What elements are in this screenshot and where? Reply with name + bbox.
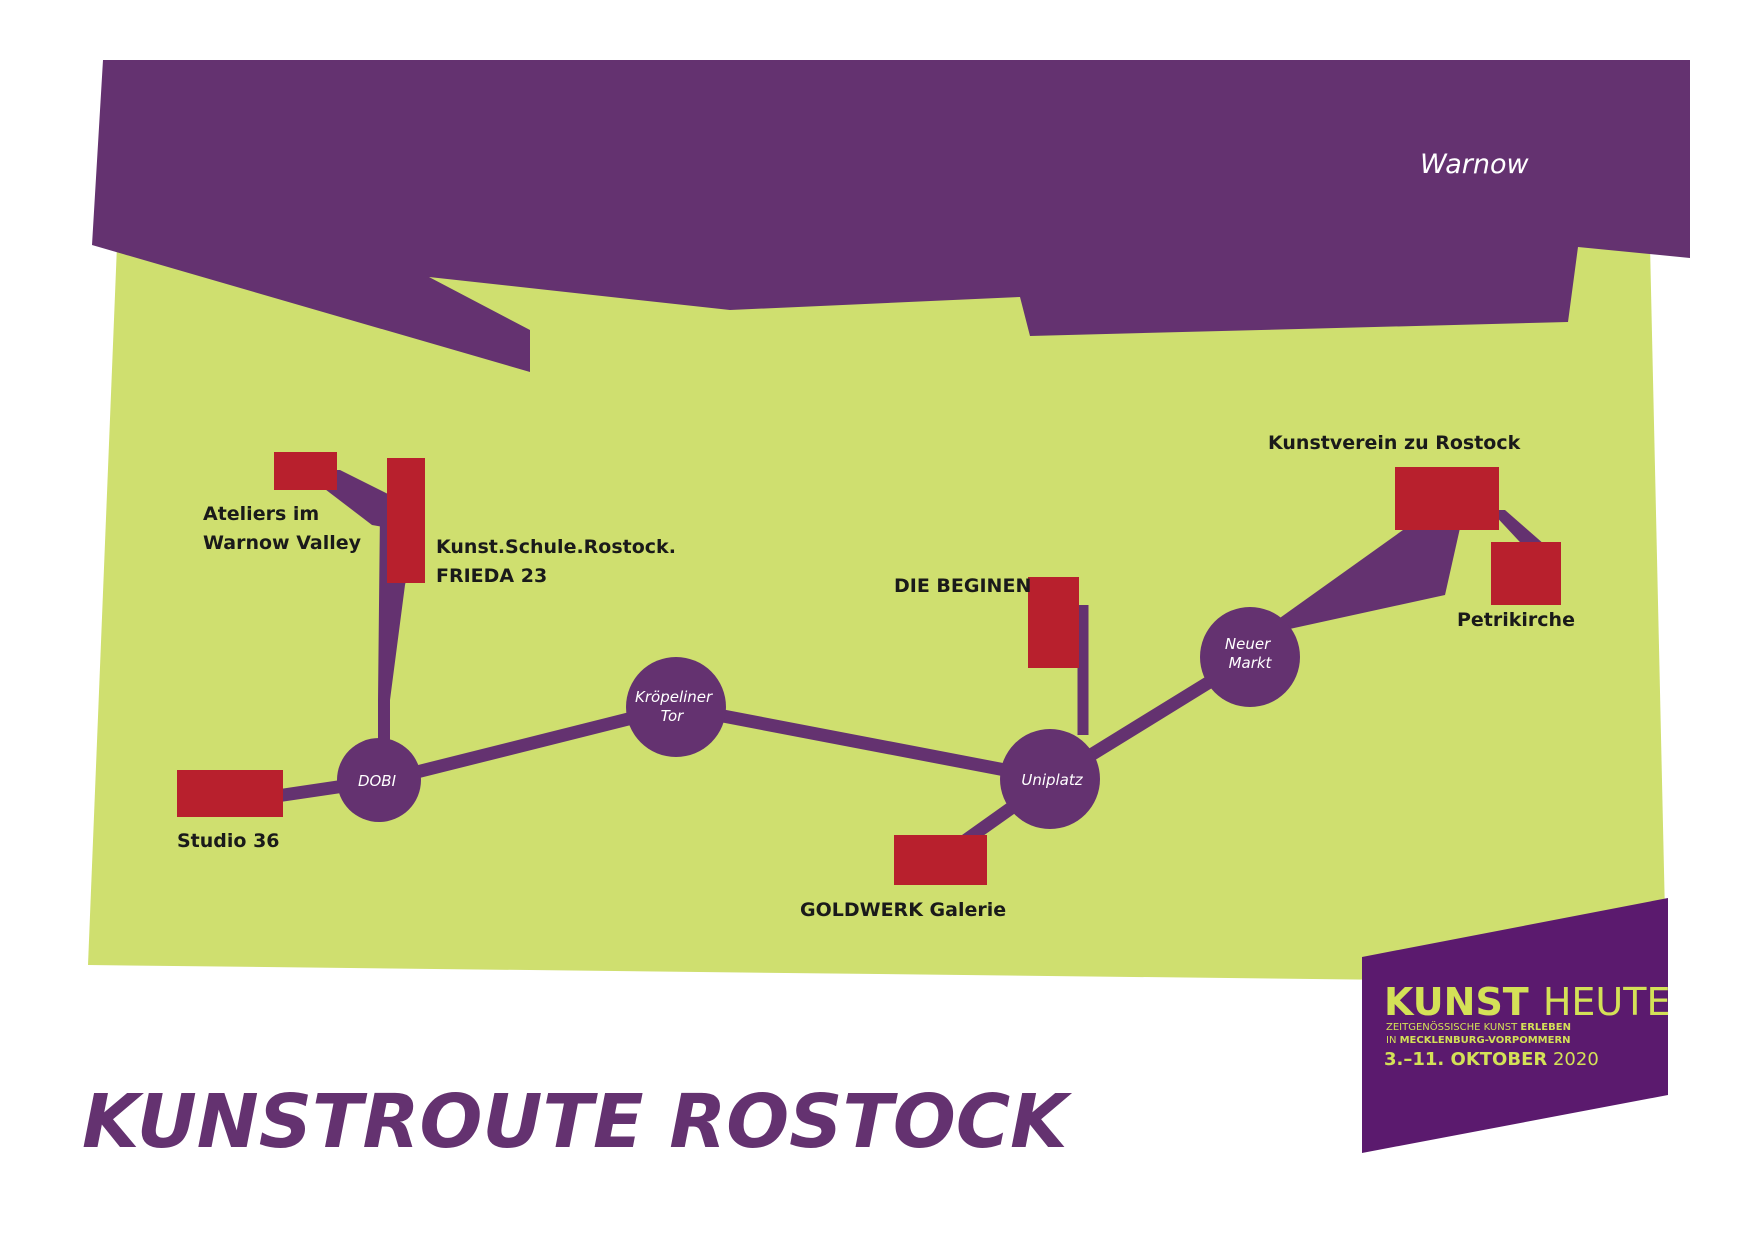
venue-marker-goldwerk[interactable]	[894, 835, 987, 885]
venue-label-kunstschule: Kunst.Schule.Rostock. FRIEDA 23	[436, 536, 683, 587]
land-area	[88, 245, 1665, 980]
station-labels: DOBI Kröpeliner Tor Uniplatz Neuer Markt	[358, 635, 1275, 790]
logo-date: 3.–11. OKTOBER 2020	[1384, 1049, 1599, 1070]
venue-label-beginen: DIE BEGINEN	[894, 575, 1031, 597]
logo-wordmark: KUNST HEUTE	[1384, 980, 1670, 1024]
route-kroepeliner-uniplatz	[674, 700, 1054, 786]
logo-background	[1362, 898, 1668, 1153]
venue-label-goldwerk: GOLDWERK Galerie	[800, 899, 1006, 921]
route-neuermarkt-kunstverein	[1270, 525, 1460, 630]
venue-marker-petrikirche[interactable]	[1491, 542, 1561, 605]
venue-marker-kunstschule[interactable]	[387, 458, 425, 583]
logo-subline-2: IN MECKLENBURG-VORPOMMERN	[1386, 1035, 1571, 1046]
venue-label-studio36: Studio 36	[177, 830, 280, 852]
page-title: KUNSTROUTE ROSTOCK	[82, 1079, 1072, 1165]
venue-label-petrikirche: Petrikirche	[1457, 609, 1575, 631]
station-neuer-markt[interactable]	[1200, 607, 1300, 707]
venue-marker-ateliers[interactable]	[274, 452, 337, 490]
station-markers	[337, 607, 1300, 829]
venue-marker-beginen[interactable]	[1028, 577, 1079, 668]
station-label-uniplatz: Uniplatz	[1021, 771, 1083, 789]
route-dobi-kroepeliner	[383, 700, 678, 787]
logo-word-heute: HEUTE	[1543, 980, 1671, 1024]
venue-marker-kunstverein[interactable]	[1395, 467, 1499, 530]
station-label-kroepeliner-tor: Kröpeliner Tor	[635, 688, 717, 725]
venue-label-kunstverein: Kunstverein zu Rostock	[1268, 432, 1521, 454]
logo-word-kunst: KUNST	[1384, 980, 1529, 1024]
logo-subline-1: ZEITGENÖSSISCHE KUNST ERLEBEN	[1386, 1020, 1571, 1033]
kunst-heute-logo: KUNST HEUTE ZEITGENÖSSISCHE KUNST ERLEBE…	[1362, 898, 1670, 1153]
station-dobi[interactable]	[337, 738, 421, 822]
station-uniplatz[interactable]	[1000, 729, 1100, 829]
venue-markers	[177, 452, 1561, 885]
venue-marker-studio36[interactable]	[177, 770, 283, 817]
venue-labels: Ateliers im Warnow Valley Kunst.Schule.R…	[177, 432, 1575, 921]
station-label-neuer-markt: Neuer Markt	[1225, 635, 1275, 672]
warnow-water	[92, 60, 1690, 372]
venue-label-ateliers: Ateliers im Warnow Valley	[203, 503, 362, 554]
warnow-label: Warnow	[1420, 149, 1529, 180]
station-kroepeliner-tor[interactable]	[626, 657, 726, 757]
station-label-dobi: DOBI	[358, 772, 397, 790]
